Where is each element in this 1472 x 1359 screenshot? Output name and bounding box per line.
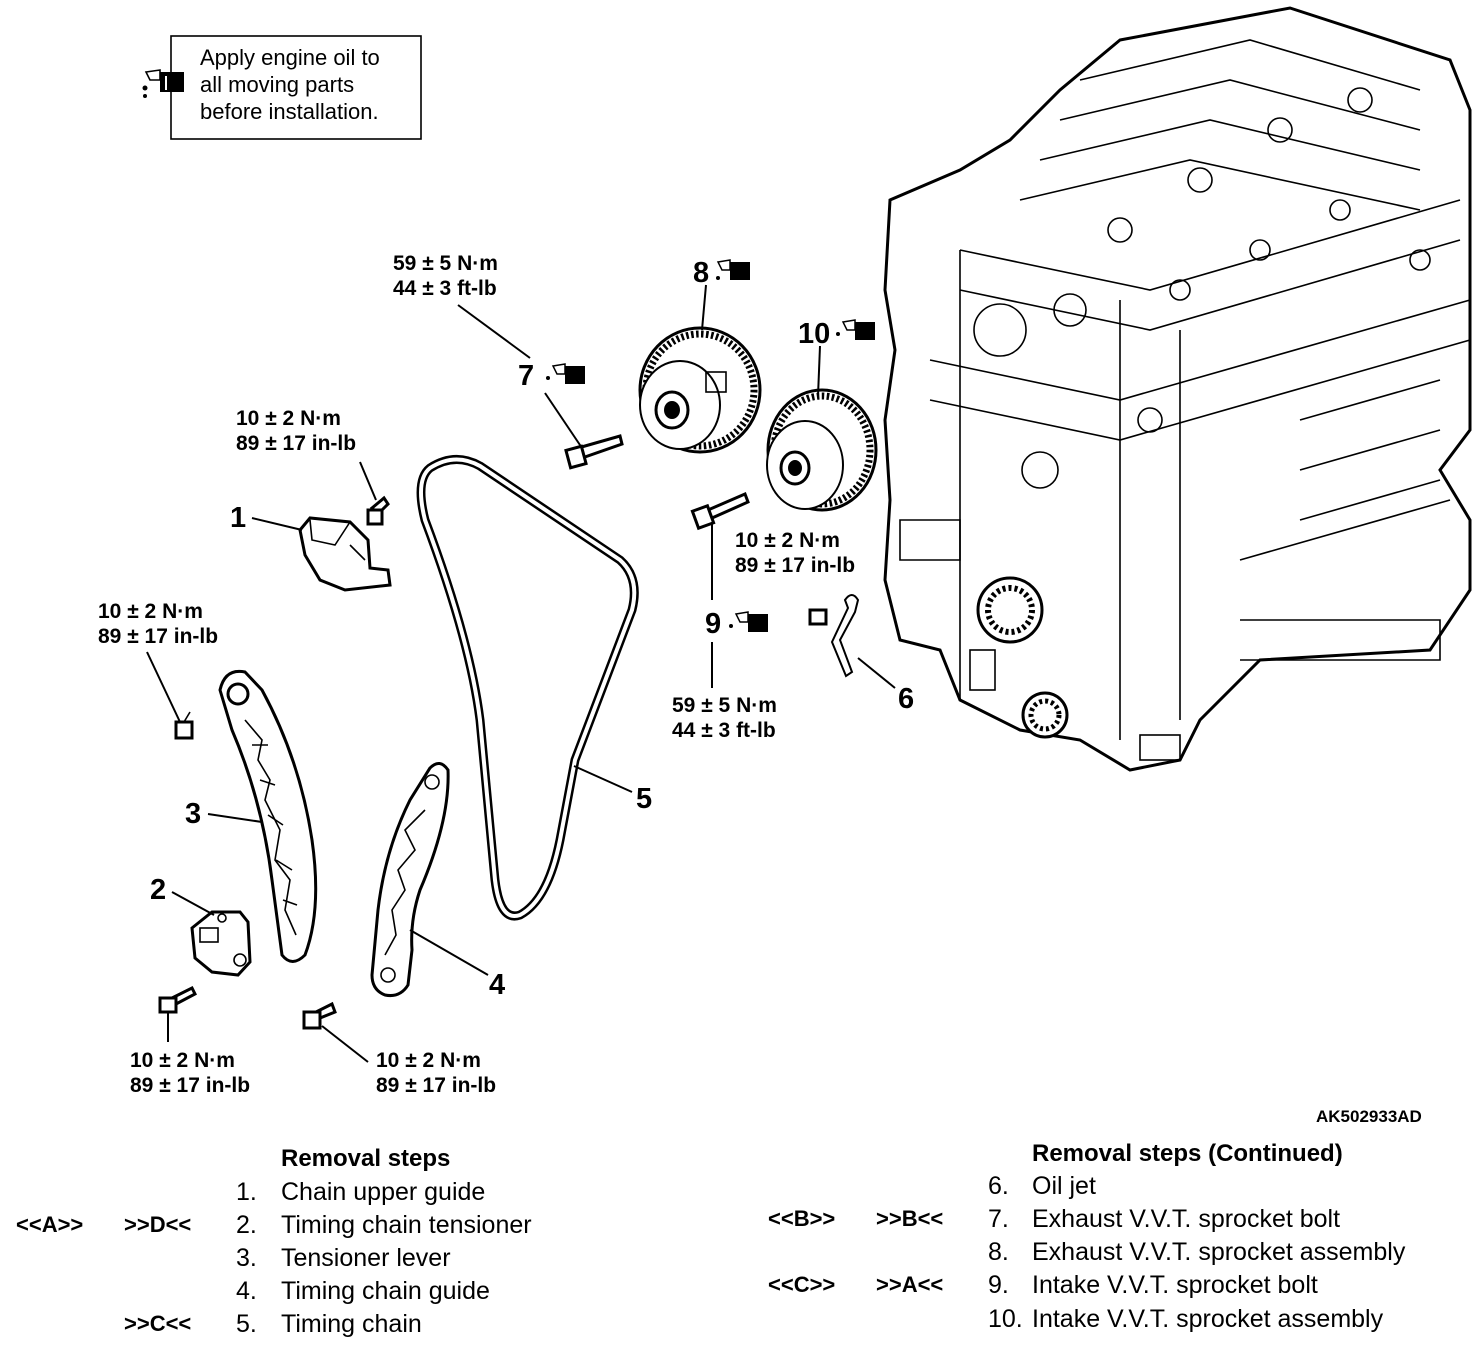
step-text: Timing chain bbox=[281, 1310, 422, 1338]
bolts bbox=[158, 434, 828, 1030]
step-number: 4. bbox=[236, 1277, 257, 1305]
torque-imp-2: 89 ± 17 in-lb bbox=[130, 1074, 250, 1097]
bolt-upper-guide bbox=[366, 495, 390, 526]
step-text: Oil jet bbox=[1032, 1172, 1096, 1200]
leader-lines bbox=[146, 284, 896, 1063]
step-text: Timing chain tensioner bbox=[281, 1211, 532, 1239]
step-text: Timing chain guide bbox=[281, 1277, 490, 1305]
oil-can-icon bbox=[546, 363, 585, 384]
step-number: 6. bbox=[988, 1172, 1009, 1200]
tensioner-lever bbox=[218, 669, 318, 963]
step-number: 2. bbox=[236, 1211, 257, 1239]
chain-upper-guide bbox=[298, 516, 392, 592]
oil-note-line-3: before installation. bbox=[200, 99, 379, 124]
torque-nm-4: 10 ± 2 N·m bbox=[376, 1049, 481, 1072]
removal-ref: <<A>> bbox=[16, 1212, 83, 1237]
step-text: Chain upper guide bbox=[281, 1178, 485, 1206]
removal-steps-heading: Removal steps bbox=[281, 1145, 450, 1172]
removal-steps-continued: Removal steps (Continued) 6. Oil jet <<B… bbox=[768, 1140, 1406, 1333]
callout-8: 8 bbox=[693, 257, 709, 289]
callout-4: 4 bbox=[489, 969, 505, 1001]
timing-chain bbox=[416, 455, 639, 921]
torque-imp-9: 44 ± 3 ft-lb bbox=[672, 719, 776, 742]
torque-imp-4: 89 ± 17 in-lb bbox=[376, 1074, 496, 1097]
torque-imp-7: 44 ± 3 ft-lb bbox=[393, 277, 497, 300]
exhaust-vvt-sprocket bbox=[638, 326, 762, 454]
callout-5: 5 bbox=[636, 783, 652, 815]
timing-chain-tensioner bbox=[190, 910, 252, 977]
callout-numbers: 1 2 3 4 5 6 7 8 9 10 bbox=[150, 257, 914, 1001]
torque-nm-1: 10 ± 2 N·m bbox=[236, 407, 341, 430]
install-ref: >>B<< bbox=[876, 1206, 943, 1231]
torque-nm-2: 10 ± 2 N·m bbox=[130, 1049, 235, 1072]
torque-nm-3: 10 ± 2 N·m bbox=[98, 600, 203, 623]
removal-ref: <<B>> bbox=[768, 1206, 835, 1231]
bolt-lever bbox=[174, 711, 194, 740]
torque-imp-3: 89 ± 17 in-lb bbox=[98, 625, 218, 648]
callout-1: 1 bbox=[230, 502, 246, 534]
removal-steps-continued-heading: Removal steps (Continued) bbox=[1032, 1140, 1343, 1167]
step-number: 7. bbox=[988, 1205, 1009, 1233]
torque-nm-9: 59 ± 5 N·m bbox=[672, 694, 777, 717]
torque-nm-6: 10 ± 2 N·m bbox=[735, 529, 840, 552]
install-ref: >>D<< bbox=[124, 1212, 191, 1237]
step-text: Exhaust V.V.T. sprocket assembly bbox=[1032, 1238, 1406, 1266]
timing-chain-guide bbox=[370, 762, 450, 997]
step-text: Intake V.V.T. sprocket bolt bbox=[1032, 1271, 1318, 1299]
callout-10: 10 bbox=[798, 318, 830, 350]
bolt-oil-jet bbox=[808, 608, 828, 626]
figure-id: AK502933AD bbox=[1316, 1107, 1422, 1126]
oil-can-icon bbox=[729, 611, 768, 632]
callout-7: 7 bbox=[518, 360, 534, 392]
engine-block-illustration bbox=[883, 6, 1472, 772]
torque-imp-6: 89 ± 17 in-lb bbox=[735, 554, 855, 577]
bolt-tensioner bbox=[158, 985, 197, 1014]
oil-jet bbox=[830, 594, 860, 678]
bolt-guide bbox=[302, 1001, 337, 1030]
oil-note: Apply engine oil to all moving parts bef… bbox=[142, 35, 422, 140]
bolt-7 bbox=[564, 434, 624, 470]
oil-can-icon bbox=[716, 259, 750, 280]
install-ref: >>A<< bbox=[876, 1272, 943, 1297]
step-number: 8. bbox=[988, 1238, 1009, 1266]
callout-6: 6 bbox=[898, 683, 914, 715]
oil-can-icon bbox=[142, 69, 184, 98]
callout-9: 9 bbox=[705, 608, 721, 640]
step-text: Intake V.V.T. sprocket assembly bbox=[1032, 1305, 1384, 1333]
step-number: 1. bbox=[236, 1178, 257, 1206]
step-number: 10. bbox=[988, 1305, 1023, 1333]
oil-can-icon bbox=[836, 319, 875, 340]
step-text: Tensioner lever bbox=[281, 1244, 451, 1272]
oil-markers bbox=[546, 259, 875, 632]
oil-note-line-2: all moving parts bbox=[200, 72, 354, 97]
oil-note-box bbox=[170, 35, 422, 140]
callout-2: 2 bbox=[150, 874, 166, 906]
install-ref: >>C<< bbox=[124, 1311, 191, 1336]
intake-vvt-sprocket bbox=[766, 388, 878, 512]
removal-steps: Removal steps 1. Chain upper guide <<A>>… bbox=[16, 1145, 532, 1338]
bolt-9 bbox=[690, 491, 750, 531]
callout-3: 3 bbox=[185, 798, 201, 830]
removal-ref: <<C>> bbox=[768, 1272, 835, 1297]
step-number: 9. bbox=[988, 1271, 1009, 1299]
oil-note-line-1: Apply engine oil to bbox=[200, 45, 380, 70]
torque-imp-1: 89 ± 17 in-lb bbox=[236, 432, 356, 455]
step-text: Exhaust V.V.T. sprocket bolt bbox=[1032, 1205, 1340, 1233]
step-number: 3. bbox=[236, 1244, 257, 1272]
torque-labels: 59 ± 5 N·m 44 ± 3 ft-lb 10 ± 2 N·m 89 ± … bbox=[98, 252, 855, 1097]
torque-nm-7: 59 ± 5 N·m bbox=[393, 252, 498, 275]
step-number: 5. bbox=[236, 1310, 257, 1338]
